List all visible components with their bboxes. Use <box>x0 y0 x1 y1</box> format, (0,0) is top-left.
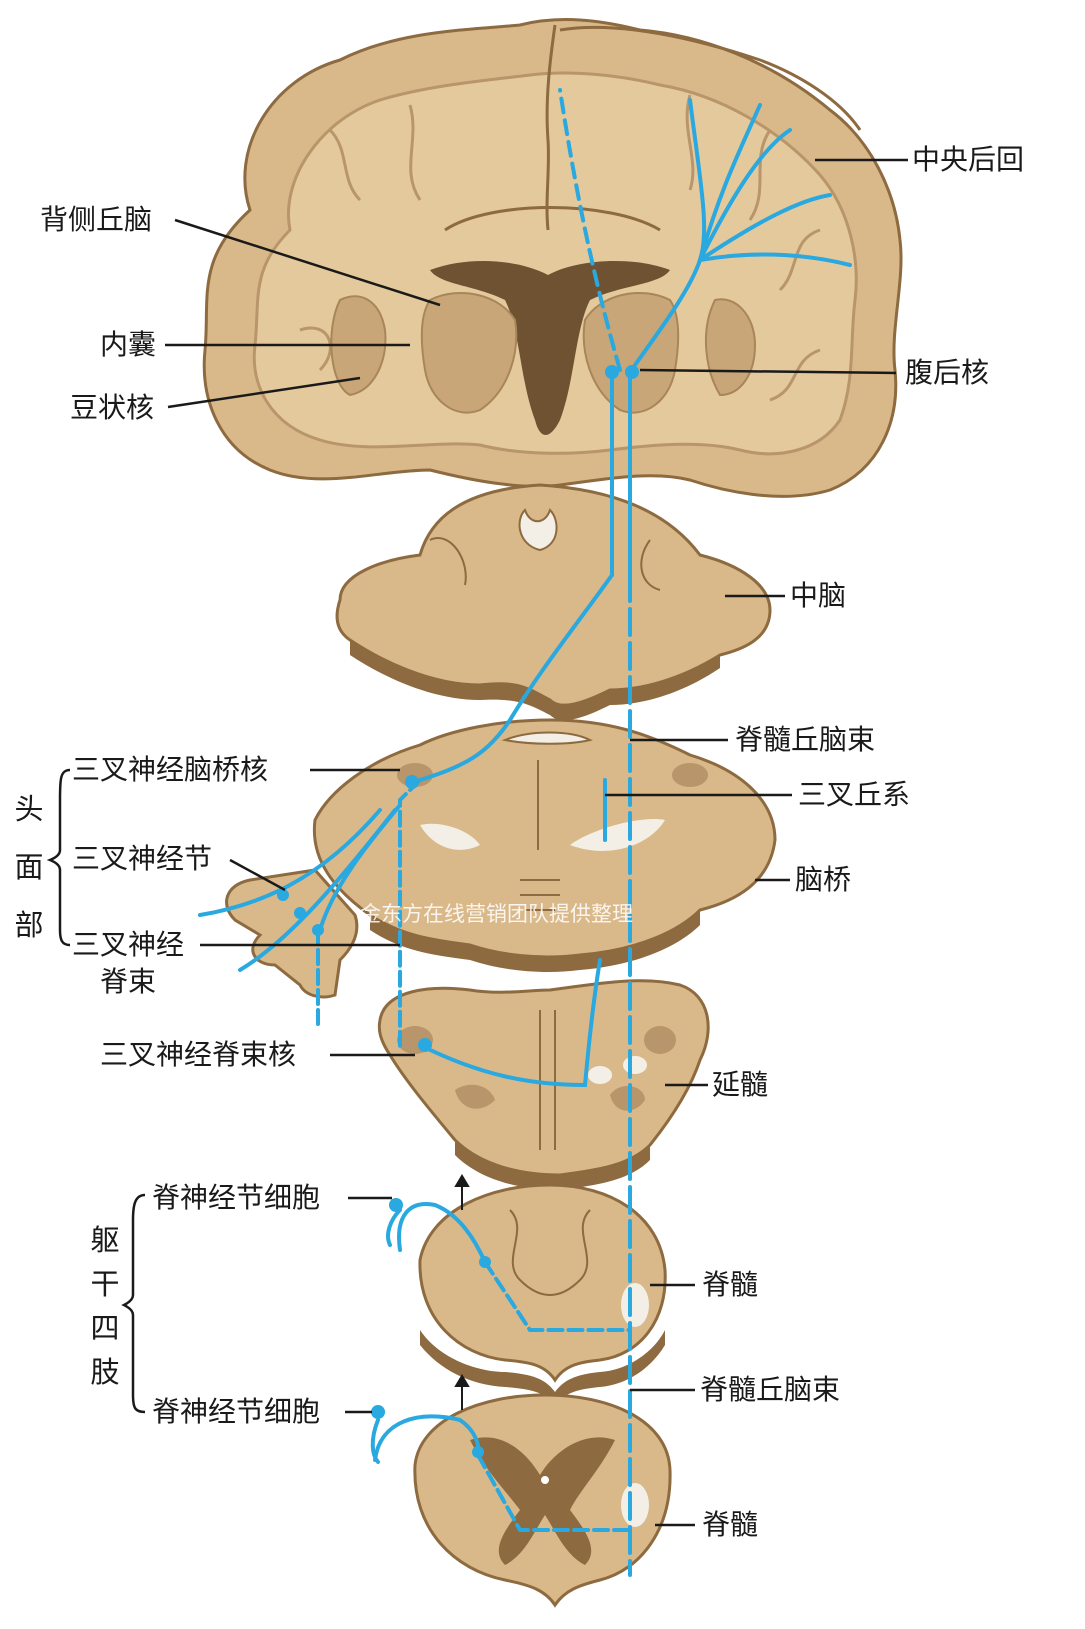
pons-label: 脑桥 <box>795 864 851 896</box>
dorsal-thalamus-label: 背侧丘脑 <box>40 204 152 236</box>
trigeminal-lemniscus-label: 三叉丘系 <box>798 779 910 811</box>
trunk-limbs-char-3: 四 <box>88 1306 122 1350</box>
head-face-char-2: 面 <box>12 838 46 896</box>
trunk-limbs-char-4: 肢 <box>88 1350 122 1394</box>
spinal-trigeminal-tract-label-line2: 脊束 <box>100 966 156 998</box>
spinal-ganglion-cell-lower-label: 脊神经节细胞 <box>152 1396 320 1428</box>
midbrain-section <box>337 485 770 720</box>
midbrain-label: 中脑 <box>790 580 846 612</box>
spinal-cord-lower-label: 脊髓 <box>702 1509 758 1541</box>
spinal-cord-upper-label: 脊髓 <box>702 1269 758 1301</box>
watermark: 金东方在线营销团队提供整理 <box>360 898 633 928</box>
spinothalamic-tract-upper-label: 脊髓丘脑束 <box>735 724 875 756</box>
spinothalamic-tract-lower-label: 脊髓丘脑束 <box>700 1374 840 1406</box>
medulla-label: 延髓 <box>712 1069 768 1101</box>
spinal-ganglion-cell-upper-label: 脊神经节细胞 <box>152 1182 320 1214</box>
head-face-group-label: 头 面 部 <box>12 780 46 954</box>
head-face-brace <box>50 770 70 945</box>
spinal-trigeminal-tract-label-line1: 三叉神经 <box>72 929 184 961</box>
spinal-trigeminal-nucleus-label: 三叉神经脊束核 <box>100 1039 296 1071</box>
trunk-limbs-char-1: 躯 <box>88 1218 122 1262</box>
head-face-char-3: 部 <box>12 896 46 954</box>
trigeminal-ganglion-label: 三叉神经节 <box>72 843 212 875</box>
lentiform-nucleus-label: 豆状核 <box>70 392 154 424</box>
internal-capsule-label: 内囊 <box>100 329 156 361</box>
trunk-limbs-char-2: 干 <box>88 1262 122 1306</box>
trigeminal-pontine-nucleus-label: 三叉神经脑桥核 <box>72 754 268 786</box>
trunk-limbs-group-label: 躯 干 四 肢 <box>88 1218 122 1394</box>
pons-section <box>227 720 775 997</box>
medulla-section <box>379 981 708 1190</box>
postcentral-gyrus-label: 中央后回 <box>912 144 1024 176</box>
head-face-char-1: 头 <box>12 780 46 838</box>
trunk-limbs-brace <box>124 1195 145 1412</box>
ventral-posterior-nucleus-label: 腹后核 <box>905 357 989 389</box>
